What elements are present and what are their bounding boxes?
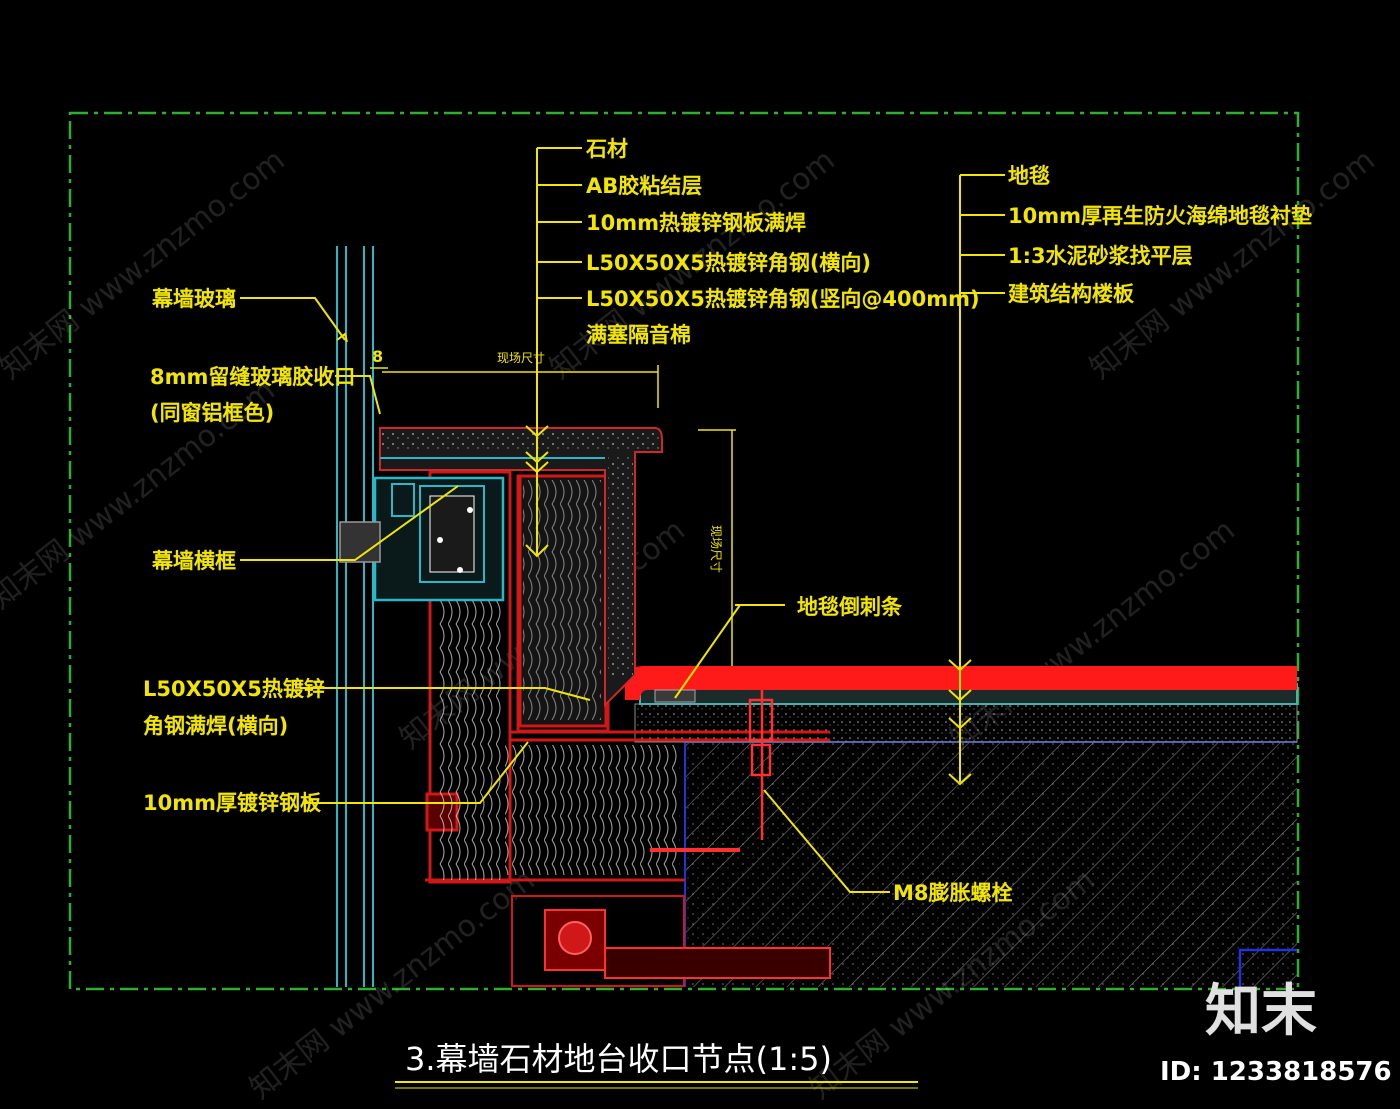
label-angle-v: L50X50X5热镀锌角钢(竖向@400mm)	[586, 287, 980, 311]
label-carpet-pad: 10mm厚再生防火海绵地毯衬垫	[1008, 204, 1312, 228]
curtain-glass	[336, 246, 374, 987]
label-bolt: M8膨胀螺栓	[893, 881, 1013, 905]
label-glass-seal-1: 8mm留缝玻璃胶收口	[150, 365, 355, 389]
label-angle-h: L50X50X5热镀锌角钢(横向)	[586, 251, 871, 275]
curtain-transom	[339, 476, 505, 602]
label-glass-seal-2: (同窗铝框色)	[150, 401, 274, 425]
label-carpet: 地毯	[1008, 164, 1050, 188]
label-carpet-strip: 地毯倒刺条	[797, 595, 903, 619]
label-angle-weld-2: 角钢满焊(横向)	[143, 714, 288, 738]
dim-gap: 8	[372, 347, 383, 366]
leader-lines	[240, 147, 1005, 893]
label-stone: 石材	[585, 137, 628, 161]
sound-insulation-lower	[505, 745, 680, 875]
structural-slab	[684, 741, 1297, 987]
stone-side	[608, 455, 633, 675]
carpet-gripper	[654, 689, 696, 703]
label-curtain-glass: 幕墙玻璃	[151, 287, 236, 311]
drawing-frame	[68, 111, 1300, 991]
sound-insulation	[438, 600, 502, 880]
annotations: 幕墙玻璃 8mm留缝玻璃胶收口 (同窗铝框色) 幕墙横框 L50X50X5热镀锌…	[143, 137, 1312, 905]
label-mortar: 1:3水泥砂浆找平层	[1008, 244, 1193, 268]
label-curtain-transom: 幕墙横框	[151, 549, 236, 573]
label-slab: 建筑结构楼板	[1008, 282, 1135, 306]
expansion-bolt	[748, 690, 774, 840]
image-id: ID: 1233818576	[1160, 1057, 1392, 1087]
stone-top	[380, 430, 662, 452]
dimension-lines	[370, 365, 736, 666]
label-sound-cotton: 满塞隔音棉	[586, 323, 691, 347]
sound-insulation-upper	[523, 480, 601, 720]
bottom-bracket	[511, 848, 831, 987]
drawing-title: 3.幕墙石材地台收口节点(1:5)	[405, 1040, 832, 1078]
dim-site-h: 现场尺寸	[497, 351, 545, 365]
label-steel-plate: 10mm厚镀锌钢板	[143, 791, 322, 815]
svg-text:知末网 www.znzmo.com: 知末网 www.znzmo.com	[0, 143, 292, 387]
dim-site-v: 现场尺寸	[709, 525, 723, 573]
label-angle-weld-1: L50X50X5热镀锌	[143, 677, 325, 701]
brand-logo: 知末	[1205, 979, 1317, 1044]
label-hot-plate: 10mm热镀锌钢板满焊	[586, 211, 806, 235]
label-ab-glue: AB胶粘结层	[586, 174, 702, 198]
